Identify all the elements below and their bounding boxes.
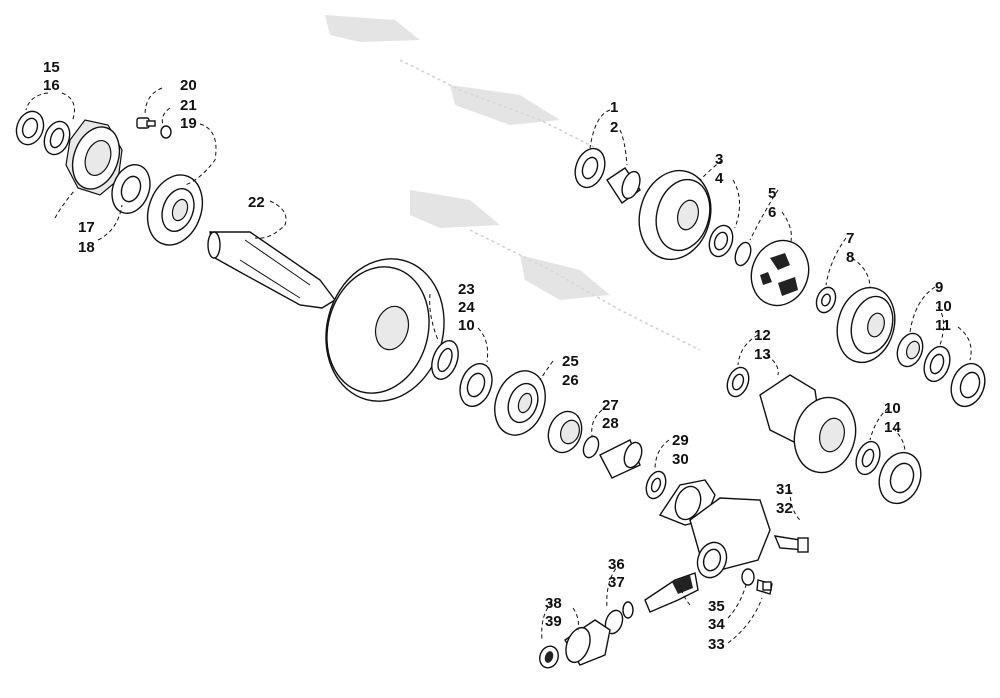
label-14: 14 xyxy=(884,419,901,436)
label-6: 6 xyxy=(768,204,776,221)
label-26: 26 xyxy=(562,372,579,389)
part-bolt-33 xyxy=(756,579,773,595)
background-shaft-ghosts xyxy=(325,15,701,351)
part-spacer-24 xyxy=(431,340,459,380)
part-clutch-5 xyxy=(750,239,810,307)
label-37: 37 xyxy=(608,574,625,591)
label-16: 16 xyxy=(43,77,60,94)
part-housing-31 xyxy=(689,497,771,579)
label-27: 27 xyxy=(602,397,619,414)
label-11: 11 xyxy=(935,317,951,334)
part-bevel-gear-17 xyxy=(65,119,123,196)
label-32: 32 xyxy=(776,500,793,517)
part-oring-27 xyxy=(582,435,600,459)
label-13: 13 xyxy=(754,346,771,363)
part-bushing-2 xyxy=(606,167,641,204)
leader-lines xyxy=(25,87,972,644)
part-washer-12 xyxy=(726,366,750,398)
part-washer-10-right xyxy=(923,345,951,383)
label-3: 3 xyxy=(715,151,723,168)
label-10-center: 10 xyxy=(458,317,475,334)
part-collar-26 xyxy=(547,410,583,454)
part-clip-6 xyxy=(734,241,752,267)
label-12: 12 xyxy=(754,327,771,344)
label-1: 1 xyxy=(610,99,618,116)
part-pinion-35 xyxy=(644,572,699,613)
label-19: 19 xyxy=(180,115,197,132)
part-cluster-gear-13 xyxy=(759,374,857,474)
part-large-gear-23 xyxy=(325,258,445,402)
part-washer-7 xyxy=(815,286,837,314)
label-31: 31 xyxy=(776,481,793,498)
part-washer-10-center xyxy=(459,362,493,408)
part-washer-19 xyxy=(111,164,151,214)
part-sleeve-38 xyxy=(564,619,611,666)
part-bushing-9 xyxy=(896,332,924,368)
label-24: 24 xyxy=(458,299,475,316)
part-washer-16 xyxy=(43,120,71,156)
part-gear-3 xyxy=(638,169,712,261)
label-9: 9 xyxy=(935,279,943,296)
part-washer-29 xyxy=(645,470,667,500)
label-15: 15 xyxy=(43,59,60,76)
label-25: 25 xyxy=(562,353,579,370)
part-washer-34 xyxy=(741,568,755,586)
label-17: 17 xyxy=(78,219,95,236)
label-33: 33 xyxy=(708,636,725,653)
part-washer-4 xyxy=(708,224,734,258)
label-2: 2 xyxy=(610,119,618,136)
part-shaft-22 xyxy=(207,231,337,309)
label-38: 38 xyxy=(545,595,562,612)
label-23: 23 xyxy=(458,281,475,298)
label-29: 29 xyxy=(672,432,689,449)
part-number-labels: 15 16 20 21 19 17 18 22 23 24 10 25 26 2… xyxy=(43,59,952,653)
part-washer-21 xyxy=(160,125,172,139)
part-oring-37 xyxy=(622,601,634,619)
part-cap-39 xyxy=(539,645,559,669)
part-gear-8 xyxy=(836,286,896,364)
part-washer-1 xyxy=(574,147,606,189)
label-36: 36 xyxy=(608,556,625,573)
label-18: 18 xyxy=(78,239,95,256)
part-bearing-25 xyxy=(494,370,546,436)
label-39: 39 xyxy=(545,613,562,630)
part-seal-15 xyxy=(15,110,45,146)
label-21: 21 xyxy=(180,97,197,114)
label-4: 4 xyxy=(715,170,724,187)
part-bearing-11 xyxy=(950,362,986,408)
part-bearing-14 xyxy=(878,451,922,505)
label-35: 35 xyxy=(708,598,725,615)
label-22: 22 xyxy=(248,194,265,211)
part-gear-sleeve-28 xyxy=(599,439,643,479)
label-34: 34 xyxy=(708,616,725,633)
label-8: 8 xyxy=(846,249,854,266)
part-bearing-19 xyxy=(146,174,204,246)
label-10-lower: 10 xyxy=(884,400,901,417)
part-bolt-20 xyxy=(136,117,156,129)
label-10-right: 10 xyxy=(935,298,952,315)
part-bolt-32 xyxy=(773,535,809,553)
part-washer-10-lower xyxy=(855,440,881,476)
label-20: 20 xyxy=(180,77,197,94)
label-28: 28 xyxy=(602,415,619,432)
label-5: 5 xyxy=(768,185,776,202)
label-7: 7 xyxy=(846,230,854,247)
label-30: 30 xyxy=(672,451,689,468)
